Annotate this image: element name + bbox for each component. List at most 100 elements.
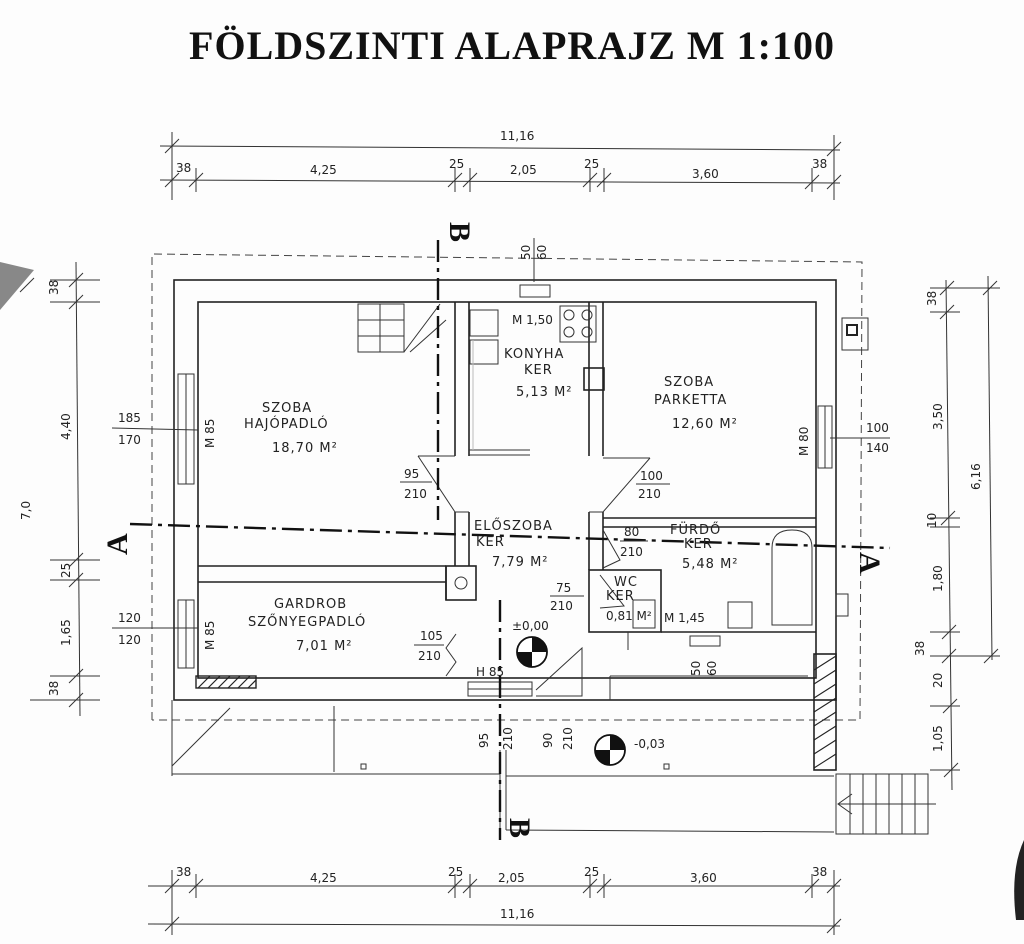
window-top-width: 50 bbox=[519, 245, 533, 260]
room-area: 5,13 M² bbox=[516, 385, 573, 400]
room-konyha: KONYHA KER 5,13 M² bbox=[504, 347, 573, 400]
room-name: ELŐSZOBA bbox=[474, 518, 553, 534]
room-szoba-parketta: SZOBA PARKETTA 12,60 M² bbox=[654, 375, 738, 432]
kitchen-sill: M 1,50 bbox=[512, 313, 553, 327]
gardrob-door-height: 210 bbox=[418, 649, 441, 663]
kitchen-fixtures bbox=[469, 305, 597, 450]
dim-left-25: 25 bbox=[59, 563, 73, 578]
door1-width: 95 bbox=[404, 467, 419, 481]
dim-right-20: 20 bbox=[931, 673, 945, 688]
section-mark-a-right: A bbox=[853, 552, 886, 574]
dim-right-105: 1,05 bbox=[931, 725, 945, 752]
inner-walls bbox=[198, 302, 816, 633]
section-mark-b-top: B bbox=[443, 222, 476, 242]
entry-door-height: 210 bbox=[501, 727, 515, 750]
dim-right-180: 1,80 bbox=[931, 565, 945, 592]
dim-left-165: 1,65 bbox=[59, 619, 73, 646]
door4-width: 75 bbox=[556, 581, 571, 595]
door3-width: 80 bbox=[624, 525, 639, 539]
dim-bottom-5: 25 bbox=[584, 865, 599, 879]
room-area: 18,70 M² bbox=[272, 441, 338, 456]
room-name: SZOBA bbox=[262, 401, 312, 416]
window-top-height: 60 bbox=[535, 245, 549, 260]
room-floor: KER bbox=[476, 535, 505, 550]
eaves-outline bbox=[151, 253, 863, 721]
room-eloszoba: ELŐSZOBA KER 7,79 M² bbox=[474, 518, 553, 570]
level-marker-inside: ±0,00 bbox=[512, 619, 549, 668]
dim-top-6: 3,60 bbox=[692, 167, 719, 181]
room-floor: KER bbox=[606, 589, 635, 604]
dim-right-616: 6,16 bbox=[969, 463, 983, 490]
dim-top-total: 11,16 bbox=[500, 129, 534, 143]
level-marker-outside: -0,03 bbox=[594, 734, 665, 766]
window-left2-width: 120 bbox=[118, 611, 141, 625]
door4-height: 210 bbox=[550, 599, 573, 613]
hatched-walls bbox=[195, 653, 837, 771]
window-right-height: 140 bbox=[866, 441, 889, 455]
dimension-chain-top: 11,16 38 4,25 25 2,05 25 3,60 38 bbox=[159, 129, 842, 200]
entry-sill: H 85 bbox=[476, 665, 504, 679]
room-area: 5,48 M² bbox=[682, 557, 739, 572]
room-floor: KER bbox=[524, 363, 553, 378]
door3-height: 210 bbox=[620, 545, 643, 559]
room-gardrob: GARDROB SZŐNYEGPADLÓ 7,01 M² bbox=[248, 597, 366, 654]
door2-height: 210 bbox=[638, 487, 661, 501]
opening-annotations: 185 170 M 85 120 120 M 85 100 140 M 80 5… bbox=[111, 238, 890, 750]
room-area: 7,01 M² bbox=[296, 639, 353, 654]
window-right-width: 100 bbox=[866, 421, 889, 435]
dim-top-5: 25 bbox=[584, 157, 599, 171]
room-name: FÜRDŐ bbox=[670, 521, 721, 538]
dim-left-38top: 38 bbox=[47, 280, 61, 295]
window-right-sill: M 80 bbox=[797, 427, 811, 456]
scan-edge-shadow-left bbox=[0, 262, 34, 310]
terrace-opening-width: 90 bbox=[541, 733, 555, 748]
window-left2-sill: M 85 bbox=[203, 621, 217, 650]
door2-width: 100 bbox=[640, 469, 663, 483]
dimension-chain-left: 38 4,40 7,0 25 1,65 38 bbox=[19, 261, 100, 717]
room-wc: WC KER 0,81 M² bbox=[606, 575, 652, 623]
wc-window-width: 50 bbox=[689, 661, 703, 676]
room-floor: KER bbox=[684, 537, 713, 552]
dim-right-10: 10 bbox=[925, 513, 939, 528]
room-area: 12,60 M² bbox=[672, 417, 738, 432]
dim-bottom-6: 3,60 bbox=[690, 871, 717, 885]
terrace bbox=[171, 675, 835, 833]
room-name: SZOBA bbox=[664, 375, 714, 390]
room-name: GARDROB bbox=[274, 597, 347, 612]
window-left1-width: 185 bbox=[118, 411, 141, 425]
dimension-chain-bottom: 38 4,25 25 2,05 25 3,60 38 11,16 bbox=[147, 865, 842, 935]
dimension-chain-right: 38 3,50 6,16 10 1,80 38 20 1,05 bbox=[913, 275, 1000, 791]
scan-edge-shadow-right bbox=[1014, 840, 1024, 920]
dim-top-3: 25 bbox=[449, 157, 464, 171]
room-szoba-hajopadlo: SZOBA HAJÓPADLÓ 18,70 M² bbox=[244, 401, 338, 456]
wc-sill: M 1,45 bbox=[664, 611, 705, 625]
dim-bottom-2: 4,25 bbox=[310, 871, 337, 885]
dim-top-1: 38 bbox=[176, 161, 191, 175]
windows bbox=[177, 284, 869, 697]
page-title: FÖLDSZINTI ALAPRAJZ M 1:100 bbox=[189, 23, 835, 68]
dim-right-350: 3,50 bbox=[931, 403, 945, 430]
room-name: KONYHA bbox=[504, 347, 564, 362]
room-area: 0,81 M² bbox=[606, 609, 652, 623]
room-furdo: FÜRDŐ KER 5,48 M² bbox=[670, 521, 739, 572]
room-floor: SZŐNYEGPADLÓ bbox=[248, 614, 366, 630]
entry-steps bbox=[835, 773, 936, 835]
door1-height: 210 bbox=[404, 487, 427, 501]
gardrob-door-width: 105 bbox=[420, 629, 443, 643]
dim-right-38top: 38 bbox=[925, 291, 939, 306]
room-floor: HAJÓPADLÓ bbox=[244, 416, 329, 432]
dim-top-4: 2,05 bbox=[510, 163, 537, 177]
dim-left-38bot: 38 bbox=[47, 681, 61, 696]
section-mark-b-bottom: B bbox=[503, 818, 536, 838]
dim-top-7: 38 bbox=[812, 157, 827, 171]
room-floor: PARKETTA bbox=[654, 393, 727, 408]
entry-door-width: 95 bbox=[477, 733, 491, 748]
level-inside-label: ±0,00 bbox=[512, 619, 549, 633]
dim-right-38: 38 bbox=[913, 641, 927, 656]
section-mark-a-left: A bbox=[101, 533, 134, 555]
dim-top-2: 4,25 bbox=[310, 163, 337, 177]
dim-bottom-total: 11,16 bbox=[500, 907, 534, 921]
level-outside-label: -0,03 bbox=[634, 737, 665, 751]
dim-bottom-7: 38 bbox=[812, 865, 827, 879]
